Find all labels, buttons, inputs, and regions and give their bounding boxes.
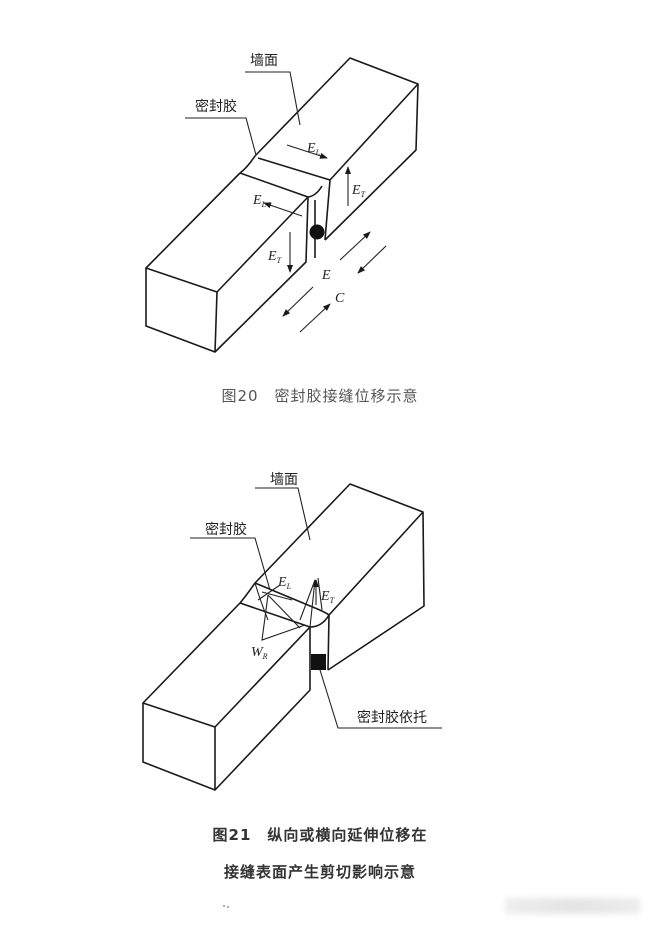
left-block [142,602,311,791]
blurred-watermark [505,898,640,914]
fig20-compression-label: C [335,291,345,306]
fig21-wall-label: 墙面 [270,472,298,488]
scan-speck [227,906,229,908]
fig20-el-lower: EL [252,193,267,209]
fig21-wr-label: WR [251,645,268,661]
fig20-et-left: ET [267,249,282,265]
figure-20-drawing: 墙面 密封胶 EL EL ET ET E C [145,53,419,353]
right-block [254,57,419,241]
fig20-wall-label: 墙面 [250,53,278,69]
fig20-sealant-label: 密封胶 [195,98,237,115]
figure-21-drawing: 墙面 密封胶 密封胶依托 EL ET WR [142,472,442,791]
sealant-backer [309,224,325,240]
sealant-strip [239,155,323,198]
figure-20-caption: 图20 密封胶接缝位移示意 [221,387,419,405]
scan-speck [223,905,225,907]
figure-21-caption-line1: 图21 纵向或横向延伸位移在 [212,826,428,844]
fig21-et-label: ET [320,589,335,605]
fig20-extension-label: E [321,268,331,283]
left-block [145,172,316,353]
fig20-el-upper: EL [306,141,321,157]
fig21-backer-label: 密封胶依托 [357,709,427,726]
fig20-et-right: ET [351,183,366,199]
fig21-el-label: EL [277,575,292,591]
fig21-sealant-label: 密封胶 [205,521,247,538]
figure-21-caption-line2: 接缝表面产生剪切影响示意 [223,863,416,881]
sealant-backer [311,654,326,670]
